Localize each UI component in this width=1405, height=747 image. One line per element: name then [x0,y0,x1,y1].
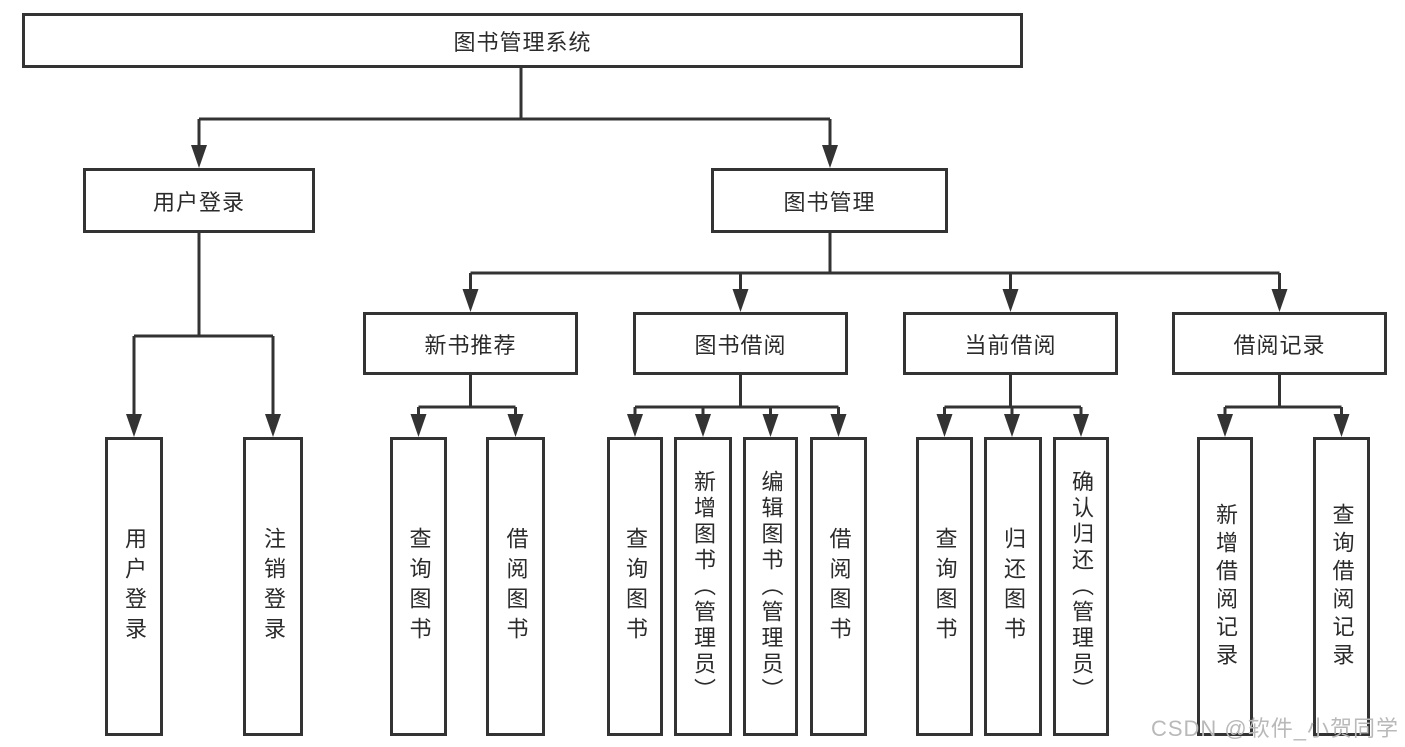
leaf-label: 确认归还（管理员） [1069,469,1094,704]
leaf-query-books-current: 查询图书 [916,437,973,736]
node-label: 图书管理系统 [453,29,592,55]
node-user-login: 用户登录 [83,168,315,233]
leaf-user-login: 用户登录 [105,437,163,736]
leaf-label: 新增图书（管理员） [691,469,716,704]
leaf-query-borrow-record: 查询借阅记录 [1313,437,1370,736]
csdn-watermark: CSDN @软件_小贺同学 [1150,716,1399,741]
leaf-label: 查询图书 [406,526,432,647]
node-library-management-system: 图书管理系统 [22,13,1023,68]
leaf-add-books-admin: 新增图书（管理员） [674,437,732,736]
node-label: 图书管理 [783,189,876,215]
leaf-label: 归还图书 [1001,526,1026,647]
leaf-add-borrow-record: 新增借阅记录 [1197,437,1253,736]
leaf-edit-books-admin: 编辑图书（管理员） [743,437,798,736]
node-current-borrowing: 当前借阅 [903,312,1118,375]
node-label: 用户登录 [152,189,245,215]
leaf-label: 查询借阅记录 [1329,502,1355,671]
leaf-borrow-books-recommend: 借阅图书 [486,437,545,736]
leaf-label: 查询图书 [623,526,648,647]
node-label: 当前借阅 [964,332,1057,358]
leaf-confirm-return-admin: 确认归还（管理员） [1053,437,1109,736]
node-label: 新书推荐 [424,332,517,358]
node-borrowing-records: 借阅记录 [1172,312,1387,375]
leaf-label: 查询图书 [932,526,958,647]
leaf-logout: 注销登录 [243,437,303,736]
node-new-book-recommendation: 新书推荐 [363,312,578,375]
node-book-management: 图书管理 [711,168,948,233]
leaf-label: 编辑图书（管理员） [758,469,784,704]
leaf-query-books-recommend: 查询图书 [390,437,447,736]
leaf-query-books-borrowing: 查询图书 [607,437,663,736]
node-book-borrowing: 图书借阅 [633,312,848,375]
leaf-label: 借阅图书 [503,526,529,647]
leaf-label: 新增借阅记录 [1213,502,1238,671]
leaf-return-books: 归还图书 [984,437,1042,736]
node-label: 借阅记录 [1233,332,1326,358]
leaf-label: 借阅图书 [826,526,852,647]
node-label: 图书借阅 [694,332,787,358]
leaf-borrow-books-borrowing: 借阅图书 [810,437,867,736]
leaf-label: 用户登录 [122,526,147,647]
leaf-label: 注销登录 [261,526,286,647]
